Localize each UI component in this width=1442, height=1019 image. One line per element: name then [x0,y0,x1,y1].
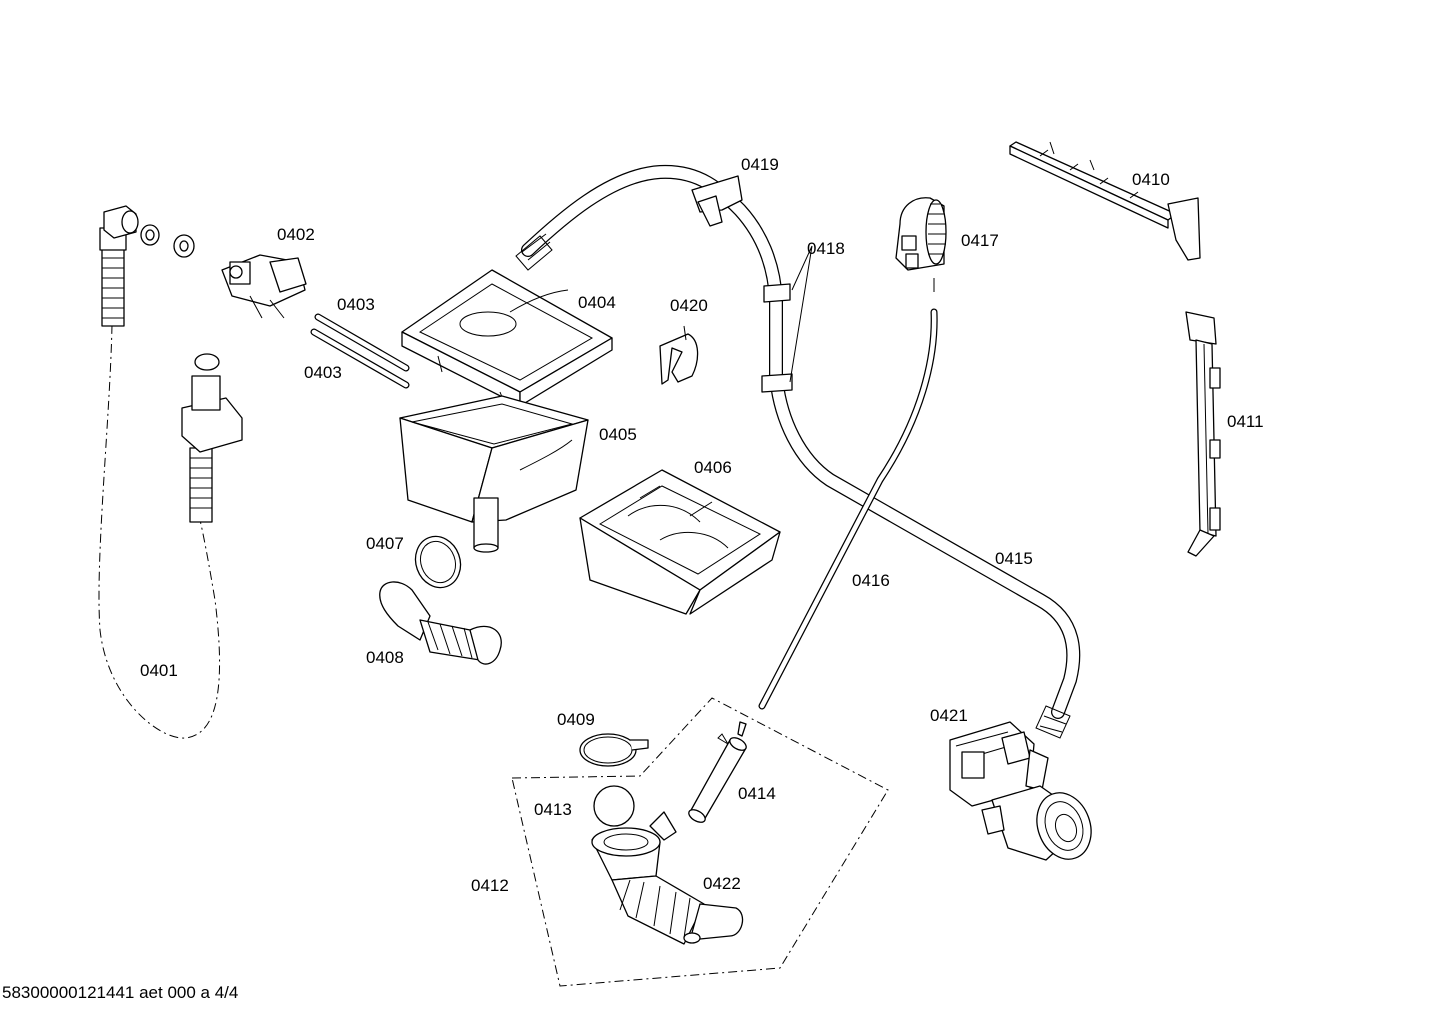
label-0406: 0406 [694,458,732,477]
label-0403-lower: 0403 [304,363,342,382]
label-0402: 0402 [277,225,315,244]
label-0403-upper: 0403 [337,295,375,314]
label-0413: 0413 [534,800,572,819]
label-0405: 0405 [599,425,637,444]
part-0413-ball [593,785,635,827]
part-0407-seal-ring [414,535,462,589]
part-0419-hose-holder [691,175,743,227]
label-0408: 0408 [366,648,404,667]
label-0410: 0410 [1132,170,1170,189]
part-0422-sump-hose [591,811,744,945]
part-0405-dispenser-housing [399,395,589,553]
part-0415-drain-hose [515,164,1081,739]
label-0422: 0422 [703,874,741,893]
drawing-reference-number: 58300000121441 aet 000 a 4/4 [2,983,239,1002]
part-0411-bracket [1185,311,1221,557]
label-0420: 0420 [670,296,708,315]
label-0418: 0418 [807,239,845,258]
label-0412: 0412 [471,876,509,895]
label-0415: 0415 [995,549,1033,568]
label-0404: 0404 [578,293,616,312]
part-0417-pressure-switch [895,197,947,292]
part-0408-bellows-hose [379,581,502,665]
label-0409: 0409 [557,710,595,729]
label-0411: 0411 [1227,412,1264,431]
part-0414-cylinder [688,721,747,823]
label-0414: 0414 [738,784,776,803]
label-0401: 0401 [140,661,178,680]
label-0417: 0417 [961,231,999,250]
label-0421: 0421 [930,706,968,725]
label-0419: 0419 [741,155,779,174]
part-0420-clip [659,325,699,385]
part-0403-tubes [310,313,410,389]
part-0401-inlet-hose [98,205,243,739]
part-0402-inlet-valve [221,254,307,319]
part-0416-pressure-tube [758,308,938,710]
part-0409-hose-clamp [579,733,649,767]
part-0418-hose-clips [761,245,813,393]
part-0404-dispenser-cover [401,269,613,407]
part-0412-group-outline [511,697,889,987]
part-0410-rail [1009,141,1201,261]
part-0406-dispenser-drawer [579,469,781,615]
part-0421-drain-pump [949,721,1092,861]
label-0407: 0407 [366,534,404,553]
label-0416: 0416 [852,571,890,590]
